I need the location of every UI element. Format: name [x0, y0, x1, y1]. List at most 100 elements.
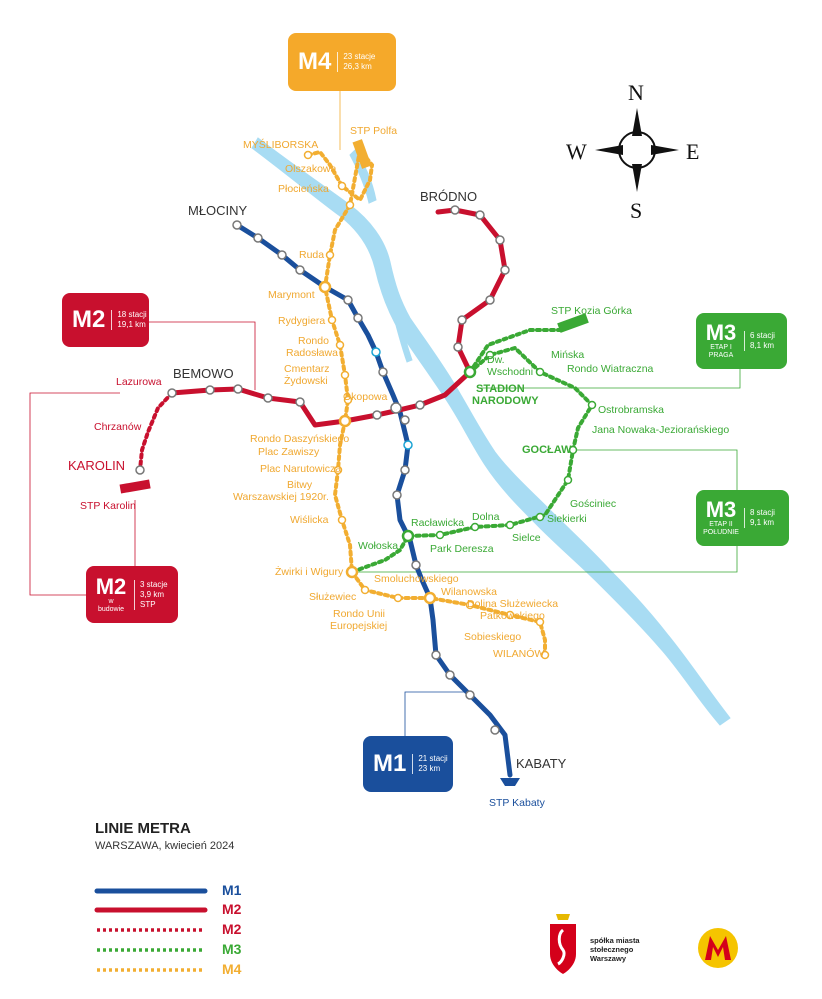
depot-polfa-marker	[352, 139, 372, 169]
m3-south-code: M3	[705, 497, 737, 522]
m3-praga-stations: 6 stacji	[750, 331, 775, 340]
legend-m1-label: M1	[222, 882, 242, 898]
label-sobieskiego: Sobieskiego	[464, 631, 521, 643]
label-goclaw: GOCŁAW	[522, 444, 572, 456]
label-mlociny: MŁOCINY	[188, 203, 248, 218]
m1-stations	[232, 220, 500, 735]
compass-west: W	[566, 139, 587, 164]
label-zawiszy: Plac Zawiszy	[258, 446, 320, 458]
label-stadion-1: STADION	[476, 383, 525, 395]
label-marymont: Marymont	[268, 289, 315, 301]
label-mysliborska: MYŚLIBORSKA	[243, 138, 318, 151]
m2-build-length: 3,9 km	[140, 589, 165, 599]
m2-build-info-box: M2 w budowie 3 stacje 3,9 km STP	[86, 566, 178, 623]
label-bitwy-1: Bitwy	[287, 479, 313, 491]
warsaw-crest-icon	[550, 914, 576, 974]
m3-south-info: 8 stacji 9,1 km	[744, 508, 775, 528]
label-olszakowa: Olszakowa	[285, 163, 337, 175]
label-zwirki: Żwirki i Wigury	[275, 565, 344, 578]
label-okopowa: Okopowa	[343, 391, 388, 403]
depot-kabaty-marker	[500, 778, 520, 786]
label-gosciniec: Gościniec	[570, 498, 616, 510]
label-siekierki: Siekierki	[547, 513, 587, 525]
label-wilanowska: Wilanowska	[441, 586, 497, 598]
label-dolina: Dolina Służewiecka	[467, 598, 558, 610]
logo-line-2: stołecznego	[590, 945, 634, 954]
label-cmentarz-1: Cmentarz	[284, 363, 330, 375]
label-kabaty: KABATY	[516, 756, 567, 771]
label-wislicka: Wiślicka	[290, 514, 329, 526]
m3-praga-sub1: ETAP I	[710, 344, 732, 351]
m3-praga-left: M3 ETAP I PRAGA	[696, 322, 740, 360]
m3-praga-length: 8,1 km	[750, 341, 775, 350]
label-unii-1: Rondo Unii	[333, 608, 385, 620]
label-stp-polfa: STP Polfa	[350, 125, 397, 137]
m2-box-length: 19,1 km	[117, 320, 146, 329]
m3-praga-info-box: M3 ETAP I PRAGA 6 stacji 8,1 km	[696, 313, 787, 369]
m3-south-info-box: M3 ETAP II POŁUDNIE 8 stacji 9,1 km	[696, 490, 789, 546]
logo-line-3: Warszawy	[590, 954, 626, 963]
depot-karolin-marker	[119, 479, 151, 494]
m3-south-left: M3 ETAP II POŁUDNIE	[696, 499, 740, 537]
legend-m3-label: M3	[222, 941, 242, 957]
legend-m2-label: M2	[222, 901, 242, 917]
legend-m2-planned-label: M2	[222, 921, 242, 937]
m3-line-praga	[468, 328, 562, 374]
m3-praga-connector	[480, 365, 741, 389]
label-sluzewiec: Służewiec	[309, 591, 356, 603]
logo-line-1: spółka miasta	[590, 936, 640, 945]
transfer-stations	[318, 280, 477, 605]
label-patkowskiego: Patkowskiego	[480, 610, 545, 622]
label-nowaka: Jana Nowaka-Jeziorańskiego	[592, 424, 729, 436]
label-bitwy-2: Warszawskiej 1920r.	[233, 491, 329, 503]
m2-build-info: 3 stacje 3,9 km STP	[134, 579, 168, 610]
m3-south-sub1: ETAP II	[709, 521, 733, 528]
map-title: LINIE METRA	[95, 820, 191, 837]
m2-build-code: M2	[95, 573, 127, 599]
label-daszynskiego: Rondo Daszyńskiego	[250, 433, 349, 445]
m2-build-connector	[29, 392, 120, 596]
map-subtitle: WARSZAWA, kwiecień 2024	[95, 840, 235, 852]
m2-line	[169, 207, 508, 428]
label-ruda: Ruda	[299, 249, 324, 261]
label-stp-kozia: STP Kozia Górka	[551, 305, 632, 317]
m2-box-info: 18 stacji 19,1 km	[111, 310, 147, 330]
label-brodno: BRÓDNO	[420, 189, 477, 204]
label-park-deresza: Park Dereszа	[430, 543, 494, 555]
label-dw-2: Wschodni	[487, 366, 533, 378]
metro-logo-icon	[698, 928, 738, 968]
m4-box-stations: 23 stacje	[343, 52, 376, 61]
m1-box-info: 21 stacji 23 km	[412, 754, 448, 774]
label-dolna: Dolna	[472, 511, 500, 523]
m1-box-code: M1	[373, 750, 407, 777]
m1-info-box: M1 21 stacji 23 km	[363, 736, 453, 792]
m2-build-sub1: w	[108, 597, 114, 605]
m4-box-info: 23 stacje 26,3 km	[337, 52, 375, 72]
compass-north: N	[628, 80, 644, 105]
m3-south-sub2: POŁUDNIE	[703, 529, 739, 536]
label-cmentarz-2: Żydowski	[284, 374, 328, 387]
m2-box-stations: 18 stacji	[117, 310, 147, 319]
label-narutowicza: Plac Narutowicza	[260, 463, 341, 475]
m1-box-length: 23 km	[418, 764, 441, 773]
label-rondo-radoslawa-2: Radosława	[286, 347, 338, 359]
m2-box-connector	[120, 321, 256, 390]
label-stp-kabaty: STP Kabaty	[489, 797, 546, 809]
label-wilanow: WILANÓW	[493, 647, 544, 660]
m2-line-planned	[138, 391, 174, 472]
label-stp-karolin: STP Karolin	[80, 500, 136, 512]
m2-stations	[135, 205, 510, 475]
depot-kozia-marker	[557, 313, 589, 333]
m2-box-code: M2	[72, 306, 106, 333]
label-dw-1: Dw.	[487, 354, 505, 366]
label-sielce: Sielce	[512, 532, 541, 544]
label-karolin: KAROLIN	[68, 458, 125, 473]
compass-icon	[595, 108, 679, 192]
logo-text: spółka miasta stołecznego Warszawy	[590, 936, 640, 963]
m3-south-stations: 8 stacji	[750, 508, 775, 517]
m4-info-box: M4 23 stacje 26,3 km	[288, 33, 396, 91]
label-ostrobramska: Ostrobramska	[598, 404, 664, 416]
label-rondo-wiatraczna: Rondo Wiatraczna	[567, 363, 654, 375]
m2-info-box: M2 18 stacji 19,1 km	[62, 293, 149, 347]
m3-praga-code: M3	[705, 320, 737, 345]
